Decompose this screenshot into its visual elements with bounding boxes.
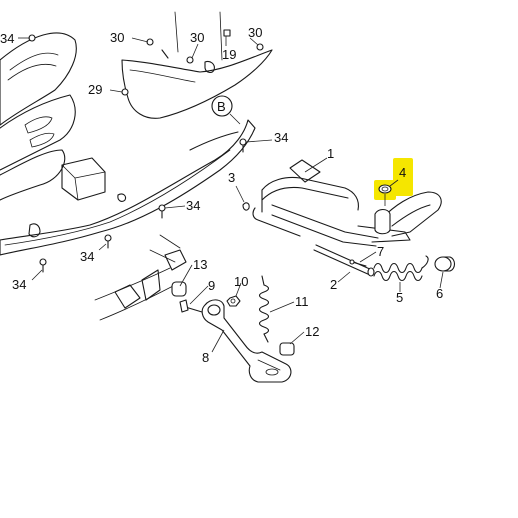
return-spring <box>373 255 429 282</box>
highlighted-part-4 <box>374 158 413 206</box>
callout-30-right: 30 <box>248 25 262 40</box>
pedal-rubber <box>279 342 295 356</box>
callout-1: 1 <box>327 146 334 161</box>
callout-4: 4 <box>399 165 406 180</box>
callout-30-middle: 30 <box>190 30 204 45</box>
callout-8: 8 <box>202 350 209 365</box>
callout-2: 2 <box>330 277 337 292</box>
floor-panel <box>0 32 256 256</box>
clip <box>242 202 250 211</box>
callout-29: 29 <box>88 82 102 97</box>
callout-34-lower-middle: 34 <box>80 249 94 264</box>
cap <box>434 256 456 272</box>
main-stand <box>252 159 442 247</box>
callout-4-highlight <box>393 158 413 196</box>
callout-7: 7 <box>377 244 384 259</box>
damper-rubber <box>171 281 187 297</box>
leader-lines <box>18 36 444 353</box>
pivot-shaft <box>313 244 375 277</box>
callout-30-left: 30 <box>110 30 124 45</box>
pin <box>349 259 367 267</box>
callout-12: 12 <box>305 324 319 339</box>
callout-6: 6 <box>436 286 443 301</box>
callout-11: 11 <box>295 294 309 309</box>
pivot-bolt <box>179 299 203 313</box>
callout-b: B <box>217 99 226 114</box>
callout-b-circle <box>211 95 233 117</box>
callout-labels: 34 30 30 30 19 29 B 34 1 4 3 34 34 34 13… <box>0 25 443 365</box>
callout-34-bottom-left: 34 <box>12 277 26 292</box>
callout-5: 5 <box>396 290 403 305</box>
callout-34-center: 34 <box>186 198 200 213</box>
callout-9: 9 <box>208 278 215 293</box>
seat-panel <box>121 11 273 119</box>
pedal-spring <box>258 275 270 343</box>
callout-34-upper-right: 34 <box>274 130 288 145</box>
kick-pedal-arm <box>201 299 292 383</box>
callout-13: 13 <box>193 257 207 272</box>
bracket-area <box>94 234 187 321</box>
callout-3: 3 <box>228 170 235 185</box>
callout-34-top-left: 34 <box>0 31 14 46</box>
nut <box>226 295 241 307</box>
callout-10: 10 <box>234 274 248 289</box>
callout-19: 19 <box>222 47 236 62</box>
